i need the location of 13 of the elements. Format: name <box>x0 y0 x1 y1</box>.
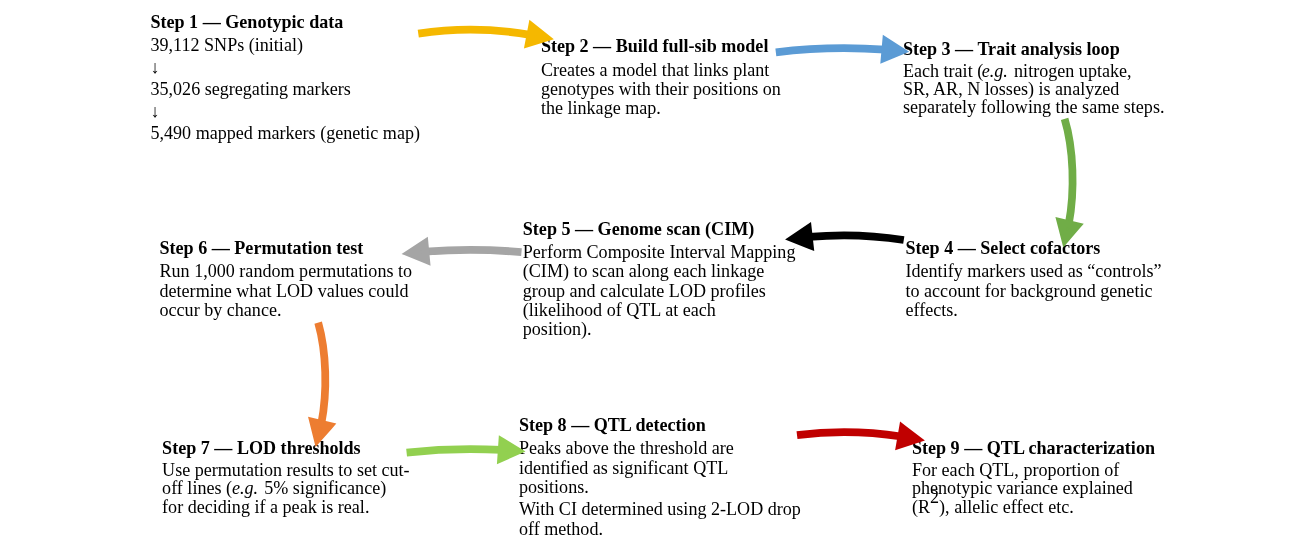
arrow <box>417 19 554 49</box>
node-text: Step 4 — Select cofactors Identify markers used as “controls” to account for background genetic effects. <box>905 237 1162 321</box>
arrow <box>1055 117 1084 248</box>
node-text: Step 2 — Build full-sib model Creates a model that links plant genotypes with their positions on the linkage map. <box>540 36 781 119</box>
arrow <box>796 421 925 451</box>
node-text: Step 5 — Genome scan (CIM) Perform Composite Interval Mapping (CIM) to scan along each linkage group and calculate LOD profiles (likelihood of QTL at each position). <box>522 218 796 340</box>
node-text: Step 6 — Permutation test Run 1,000 random permutations to determine what LOD values could occur by chance. <box>159 237 413 321</box>
arrow <box>308 321 337 448</box>
node-text: Step 1 — Genotypic data 39,112 SNPs (initial) ↓ 35,026 segregating markers ↓ 5,490 mapped markers (genetic map) <box>150 11 421 143</box>
node-text: Step 7 — LOD thresholds Use permutation results to set cut-off lines (e.g. 5% significance) for deciding if a peak is real. <box>162 438 410 517</box>
arrow <box>785 222 905 251</box>
node-text: Step 3 — Trait analysis loop Each trait (e.g. nitrogen uptake, SR, AR, N losses) is analyzed separately following the same steps. <box>902 38 1165 118</box>
node-text: Step 8 — QTL detection Peaks above the threshold are identified as significant QTL positions. With CI determined using 2-LOD drop off method. <box>518 415 801 539</box>
